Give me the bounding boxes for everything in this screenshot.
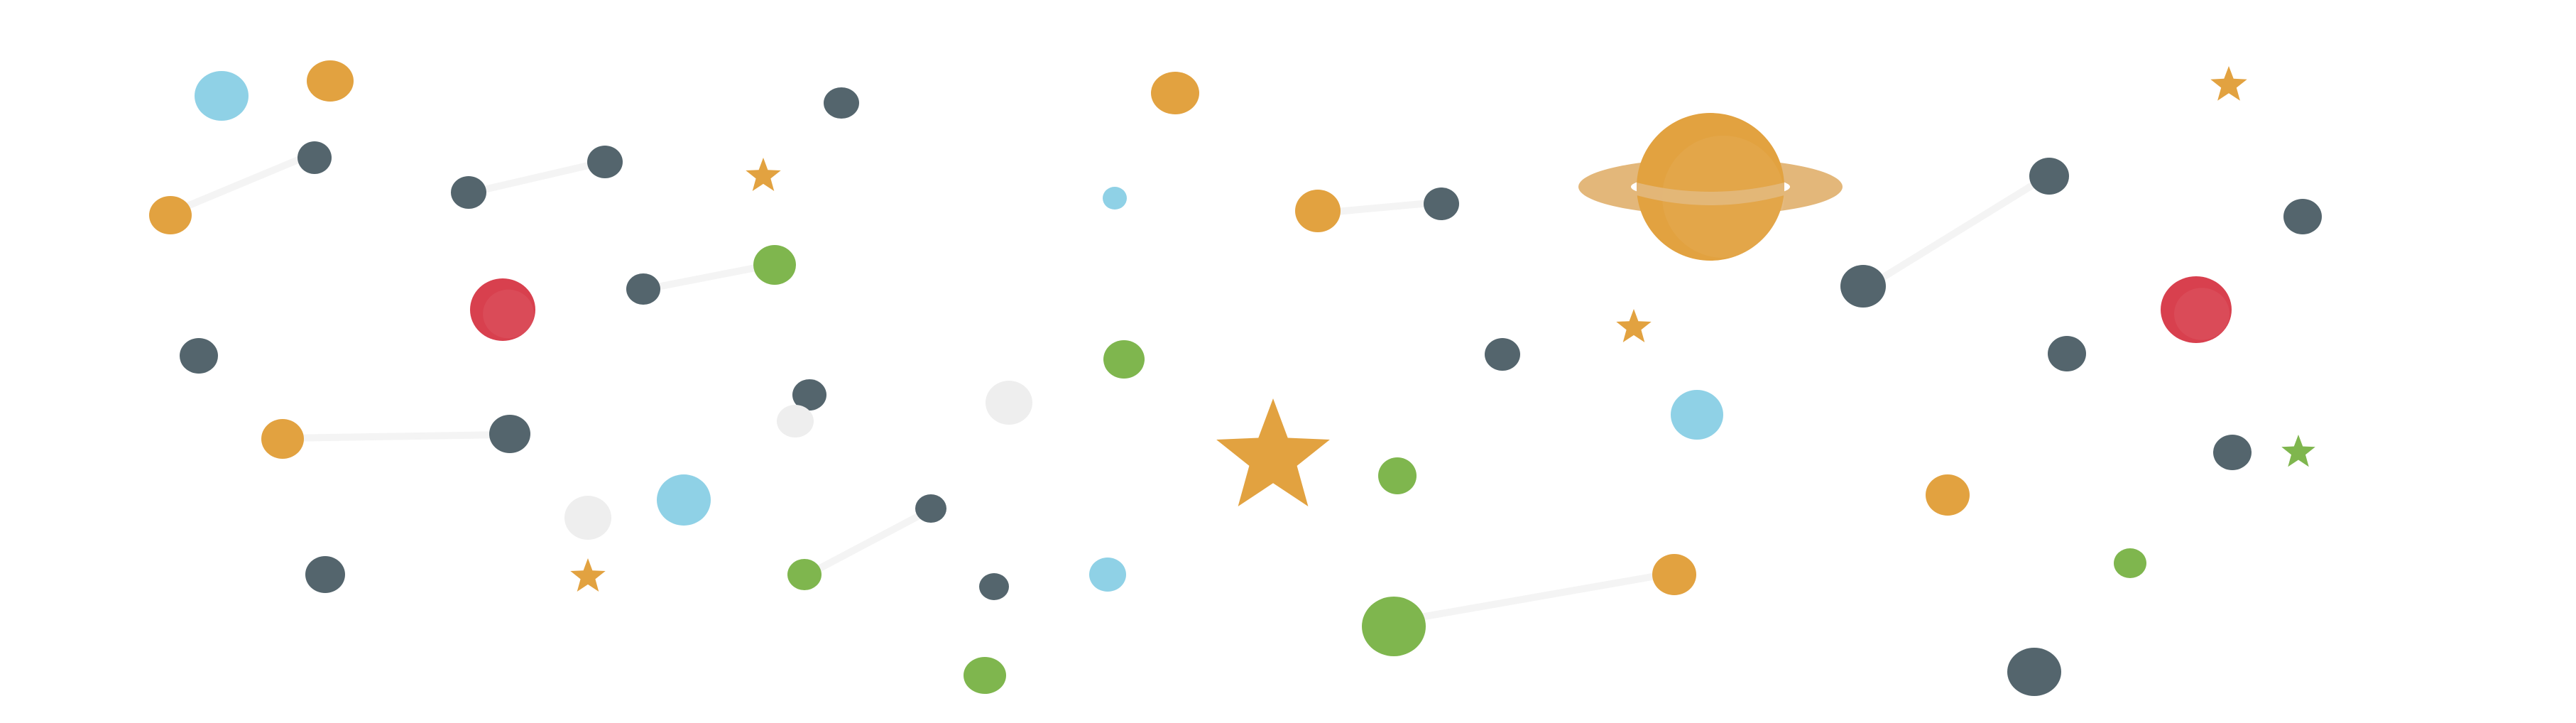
red-planet bbox=[2161, 276, 2232, 343]
dark-planet bbox=[298, 141, 332, 174]
ringed-planet bbox=[1637, 113, 1784, 261]
small-star bbox=[1616, 309, 1652, 342]
green-planet bbox=[1378, 457, 1417, 494]
green-planet bbox=[2114, 548, 2146, 578]
green-planet bbox=[787, 559, 822, 590]
large-star bbox=[1216, 398, 1330, 506]
dark-planet bbox=[1840, 265, 1886, 308]
small-star bbox=[2281, 435, 2315, 467]
motion-trail bbox=[800, 506, 934, 580]
orange-planet bbox=[307, 60, 354, 102]
orange-planet bbox=[149, 196, 192, 234]
red-planet bbox=[470, 278, 535, 341]
blue-planet bbox=[1103, 187, 1127, 210]
planet-shading bbox=[2174, 288, 2230, 340]
dark-planet bbox=[1424, 187, 1459, 220]
orange-planet bbox=[1151, 72, 1199, 114]
dark-planet bbox=[2007, 648, 2061, 696]
dark-planet bbox=[587, 146, 623, 178]
green-planet bbox=[964, 657, 1006, 694]
dark-planet bbox=[2029, 158, 2069, 195]
dark-planet bbox=[2283, 199, 2322, 234]
blue-planet bbox=[657, 474, 711, 526]
small-star bbox=[746, 158, 781, 191]
dark-planet bbox=[626, 273, 660, 305]
blue-planet bbox=[1089, 558, 1126, 592]
dark-planet bbox=[305, 556, 345, 593]
green-planet bbox=[753, 245, 796, 285]
dark-planet bbox=[451, 176, 486, 209]
motion-trail bbox=[465, 158, 607, 197]
dark-planet bbox=[2213, 435, 2252, 470]
dark-planet bbox=[979, 573, 1009, 600]
dark-planet bbox=[2048, 336, 2086, 371]
small-star bbox=[570, 558, 606, 592]
motion-trail bbox=[1413, 570, 1672, 621]
dark-planet bbox=[915, 494, 946, 523]
dark-planet bbox=[489, 415, 530, 453]
light-planet bbox=[564, 496, 611, 540]
motion-trail bbox=[639, 261, 777, 293]
motion-trail bbox=[167, 156, 302, 217]
green-planet bbox=[1362, 597, 1426, 656]
light-planet bbox=[986, 381, 1032, 425]
planet-ring-front bbox=[1637, 183, 1784, 205]
green-planet bbox=[1103, 340, 1145, 379]
orange-planet bbox=[1926, 474, 1970, 516]
dark-planet bbox=[1485, 338, 1520, 371]
orange-planet bbox=[1652, 554, 1696, 595]
dark-planet bbox=[180, 338, 218, 374]
small-star bbox=[2210, 66, 2247, 101]
orange-planet bbox=[1295, 190, 1341, 232]
motion-trail bbox=[1864, 174, 2048, 290]
light-planet bbox=[777, 405, 814, 437]
dark-planet bbox=[824, 87, 859, 119]
motion-trail bbox=[280, 431, 508, 442]
blue-planet bbox=[195, 71, 249, 121]
orange-planet bbox=[261, 419, 304, 459]
blue-planet bbox=[1671, 390, 1723, 440]
planet-shading bbox=[483, 289, 534, 339]
dark-planet bbox=[792, 379, 826, 411]
